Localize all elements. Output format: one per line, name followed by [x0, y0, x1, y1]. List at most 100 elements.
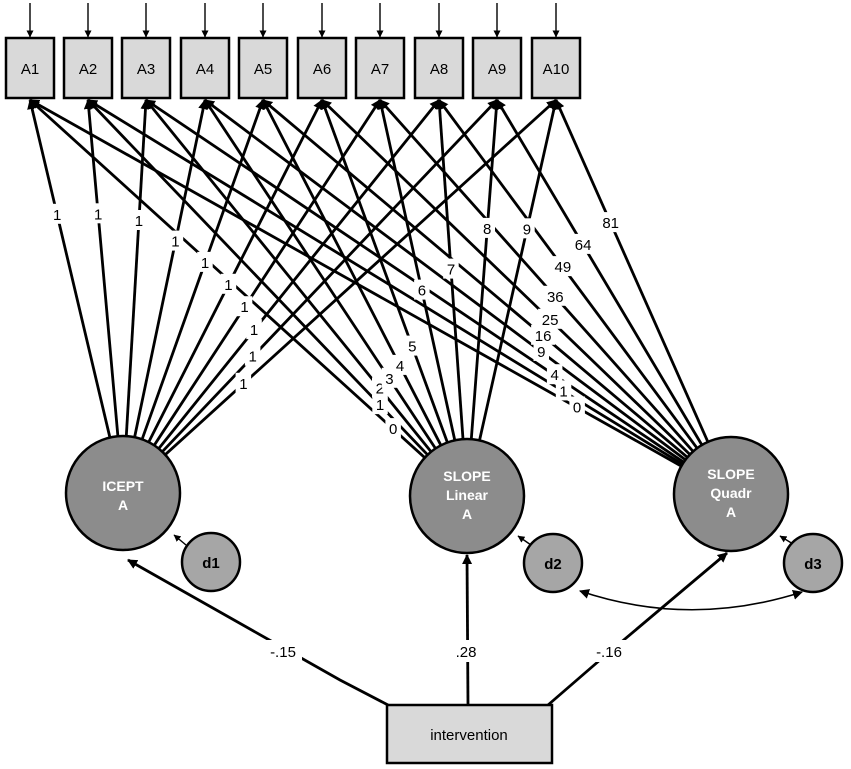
regression-labels: -.15 .28 -.16 — [262, 640, 628, 662]
loading-label-icept-a6: 1 — [224, 277, 232, 294]
loading-label-icept-a9: 1 — [249, 349, 257, 366]
loading-label-slope-quadr-a2: 1 — [559, 383, 567, 400]
loading-label-icept-a5: 1 — [201, 255, 209, 272]
loading-label-slope-quadr-a5: 16 — [535, 328, 552, 345]
indicator-label: A9 — [488, 61, 506, 78]
coef-icept: -.15 — [270, 644, 296, 661]
loading-label-icept-a3: 1 — [135, 213, 143, 230]
indicator-label: A7 — [371, 61, 389, 78]
indicator-label: A6 — [313, 61, 331, 78]
loading-label-slope-quadr-a3: 4 — [551, 367, 559, 384]
loading-label-icept-a2: 1 — [94, 206, 102, 223]
loading-label-slope-linear-a4: 3 — [385, 371, 393, 388]
disturbance-d2-label: d2 — [544, 556, 562, 573]
loading-label-slope-linear-a9: 8 — [483, 221, 491, 238]
coef-slope-quadr: -.16 — [596, 644, 622, 661]
loading-label-icept-a7: 1 — [240, 299, 248, 316]
loading-slope-linear-a4 — [203, 99, 437, 450]
latent-slope-quadr-line-1: SLOPE — [707, 466, 754, 482]
disturbance-d1: d1 — [180, 531, 242, 593]
loading-label-slope-linear-a6: 5 — [408, 339, 416, 356]
loading-icept-a2 — [83, 99, 120, 437]
indicator-a4: A4 — [179, 3, 231, 100]
loading-slope-quadr-a10 — [554, 99, 710, 443]
latent-slope-linear-line-2: Linear — [446, 487, 489, 503]
indicator-a8: A8 — [413, 3, 465, 100]
disturbance-d3-label: d3 — [804, 556, 822, 573]
indicator-label: A1 — [21, 61, 39, 78]
loading-slope-quadr-a7 — [378, 99, 695, 453]
loading-slope-linear-a9 — [469, 99, 502, 440]
path-d2-to-slope-linear — [517, 535, 532, 546]
indicator-a1: A1 — [4, 3, 56, 100]
loading-slope-linear-a5 — [261, 99, 443, 446]
loading-label-slope-linear-a3: 2 — [376, 380, 384, 397]
indicator-label: A3 — [137, 61, 155, 78]
loading-label-slope-quadr-a1: 0 — [573, 400, 581, 417]
loading-icept-a1 — [27, 99, 112, 438]
covariate-intervention-label: intervention — [430, 727, 508, 744]
loading-slope-linear-a6 — [320, 99, 449, 443]
loading-label-slope-quadr-a9: 64 — [575, 237, 592, 254]
disturbance-d3: d3 — [782, 532, 844, 594]
indicator-label: A10 — [543, 61, 570, 78]
loading-slope-quadr-a4 — [204, 98, 687, 461]
latent-icept-line-1: ICEPT — [102, 478, 144, 494]
loading-slope-linear-a3 — [144, 99, 433, 453]
loading-slope-linear-a10 — [478, 99, 559, 441]
indicator-boxes: A1 A2 A3 A4 A5 A6 A7 A8 A9 A10 — [4, 3, 582, 100]
loading-label-slope-linear-a2: 1 — [376, 397, 384, 414]
latent-slope-quadr-line-2: Quadr — [710, 485, 752, 501]
loading-label-slope-quadr-a10: 81 — [602, 215, 619, 232]
covariate-intervention: intervention — [385, 703, 554, 765]
loading-label-icept-a1: 1 — [53, 207, 61, 224]
loading-slope-quadr-a9 — [495, 99, 704, 446]
disturbance-d1-label: d1 — [202, 555, 220, 572]
indicator-label: A8 — [430, 61, 448, 78]
latent-icept: ICEPT A — [64, 434, 182, 552]
loading-paths — [27, 98, 710, 468]
path-intervention-to-icept — [127, 558, 389, 707]
loading-icept-a9 — [161, 99, 499, 453]
path-d1-to-icept — [173, 534, 187, 546]
indicator-a6: A6 — [296, 3, 348, 100]
indicator-label: A2 — [79, 61, 97, 78]
indicator-label: A5 — [254, 61, 272, 78]
loading-label-slope-quadr-a6: 25 — [542, 312, 559, 329]
loading-label-icept-a8: 1 — [250, 322, 258, 339]
loading-label-icept-a10: 1 — [239, 376, 247, 393]
coef-slope-linear: .28 — [456, 644, 477, 661]
latent-slope-linear: SLOPE Linear A — [408, 437, 526, 555]
indicator-a2: A2 — [62, 3, 114, 100]
loading-label-slope-linear-a8: 7 — [447, 262, 455, 279]
latent-slope-linear-line-1: SLOPE — [443, 468, 490, 484]
loading-slope-quadr-a5 — [262, 98, 689, 459]
loading-label-slope-quadr-a7: 36 — [547, 289, 564, 306]
loading-slope-linear-a2 — [86, 99, 429, 456]
loading-slope-quadr-a6 — [321, 98, 691, 456]
indicator-a10: A10 — [530, 3, 582, 100]
covariance-d2-d3 — [579, 589, 803, 611]
indicator-a5: A5 — [237, 3, 289, 100]
loading-label-slope-linear-a1: 0 — [389, 421, 397, 438]
disturbance-d2: d2 — [522, 532, 584, 594]
loading-label-slope-quadr-a8: 49 — [555, 259, 572, 276]
latent-slope-linear-line-3: A — [462, 506, 472, 522]
path-intervention-to-slope-linear — [462, 554, 473, 706]
loading-label-slope-quadr-a4: 9 — [537, 344, 545, 361]
indicator-a9: A9 — [471, 3, 523, 100]
loading-label-icept-a4: 1 — [171, 234, 179, 251]
loading-slope-linear-a7 — [377, 99, 457, 441]
loading-label-slope-linear-a5: 4 — [396, 358, 404, 375]
latent-icept-line-2: A — [118, 497, 128, 513]
latent-slope-quadr-line-3: A — [726, 504, 736, 520]
loading-label-slope-linear-a7: 6 — [418, 283, 426, 300]
indicator-a7: A7 — [354, 3, 406, 100]
latent-slope-quadr: SLOPE Quadr A — [672, 435, 790, 553]
indicator-a3: A3 — [120, 3, 172, 100]
loading-label-slope-linear-a10: 9 — [523, 221, 531, 238]
indicator-label: A4 — [196, 61, 214, 78]
loading-icept-a10 — [164, 98, 557, 456]
